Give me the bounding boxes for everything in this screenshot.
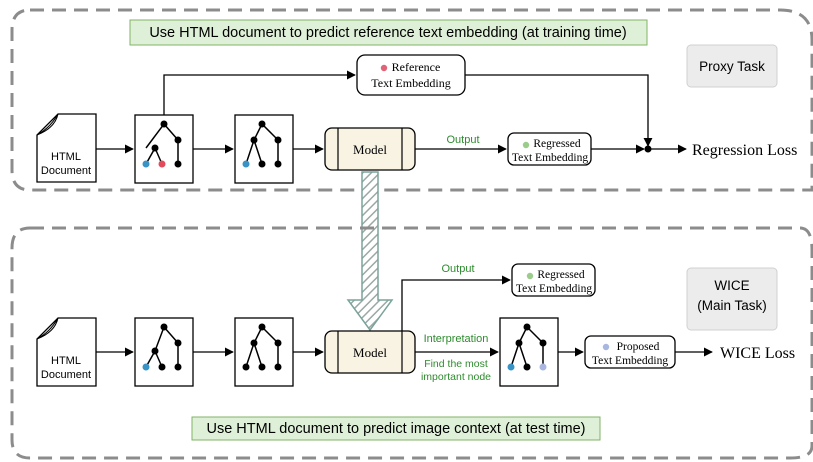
html-document-icon — [36, 113, 97, 183]
proposed-line1: Proposed — [617, 341, 660, 353]
document-label-line1: HTML — [51, 151, 81, 163]
proxy-task-box — [686, 44, 778, 88]
interpretation-label: Interpretation — [424, 333, 489, 345]
dom-tree-test — [134, 317, 194, 387]
regressed-embedding-box-test — [511, 263, 596, 297]
regressed-line1-test: Regressed — [537, 269, 585, 281]
wice-loss-label: WICE Loss — [720, 345, 795, 362]
test-banner — [191, 416, 601, 441]
wice-task-label-line2: (Main Task) — [697, 298, 767, 313]
document-label-line2: Document — [41, 165, 91, 177]
test-section-border — [10, 226, 813, 460]
dom-tree-important-node — [499, 317, 559, 387]
loss-junction — [644, 145, 652, 153]
output-label-test: Output — [441, 263, 474, 275]
dom-tree-pruned-test — [234, 317, 294, 387]
training-banner-text: Use HTML document to predict reference t… — [149, 25, 626, 41]
proposed-dot — [602, 343, 610, 351]
find-node-line1: Find the most — [424, 358, 488, 370]
proposed-line2: Text Embedding — [592, 355, 668, 367]
regressed-dot-training — [522, 141, 530, 149]
dom-tree-pruned — [234, 114, 294, 184]
proxy-task-label: Proxy Task — [699, 59, 765, 74]
html-document-icon-test — [36, 317, 97, 387]
test-banner-text: Use HTML document to predict image conte… — [206, 421, 585, 437]
training-banner — [129, 19, 648, 46]
weight-transfer-arrow — [346, 171, 394, 332]
model-label-test: Model — [353, 345, 387, 360]
find-node-line2: important node — [421, 371, 491, 383]
output-label-training: Output — [446, 134, 479, 146]
regressed-line1-training: Regressed — [533, 138, 581, 150]
wice-task-box — [686, 267, 778, 331]
training-section-border — [10, 8, 813, 192]
regressed-dot-test — [526, 272, 534, 280]
regressed-line2-test: Text Embedding — [516, 283, 592, 295]
regressed-line2-training: Text Embedding — [512, 152, 588, 164]
reference-dot — [380, 64, 388, 72]
model-label-training: Model — [353, 142, 387, 157]
dom-tree-with-reference-node — [134, 114, 194, 184]
regression-loss-label: Regression Loss — [692, 142, 797, 159]
model-block-test — [324, 330, 416, 374]
wice-task-label-line1: WICE — [714, 278, 749, 293]
document-label-line2-test: Document — [41, 369, 91, 381]
document-label-line1-test: HTML — [51, 355, 81, 367]
reference-line2: Text Embedding — [371, 76, 450, 90]
reference-line1: Reference — [392, 60, 441, 74]
